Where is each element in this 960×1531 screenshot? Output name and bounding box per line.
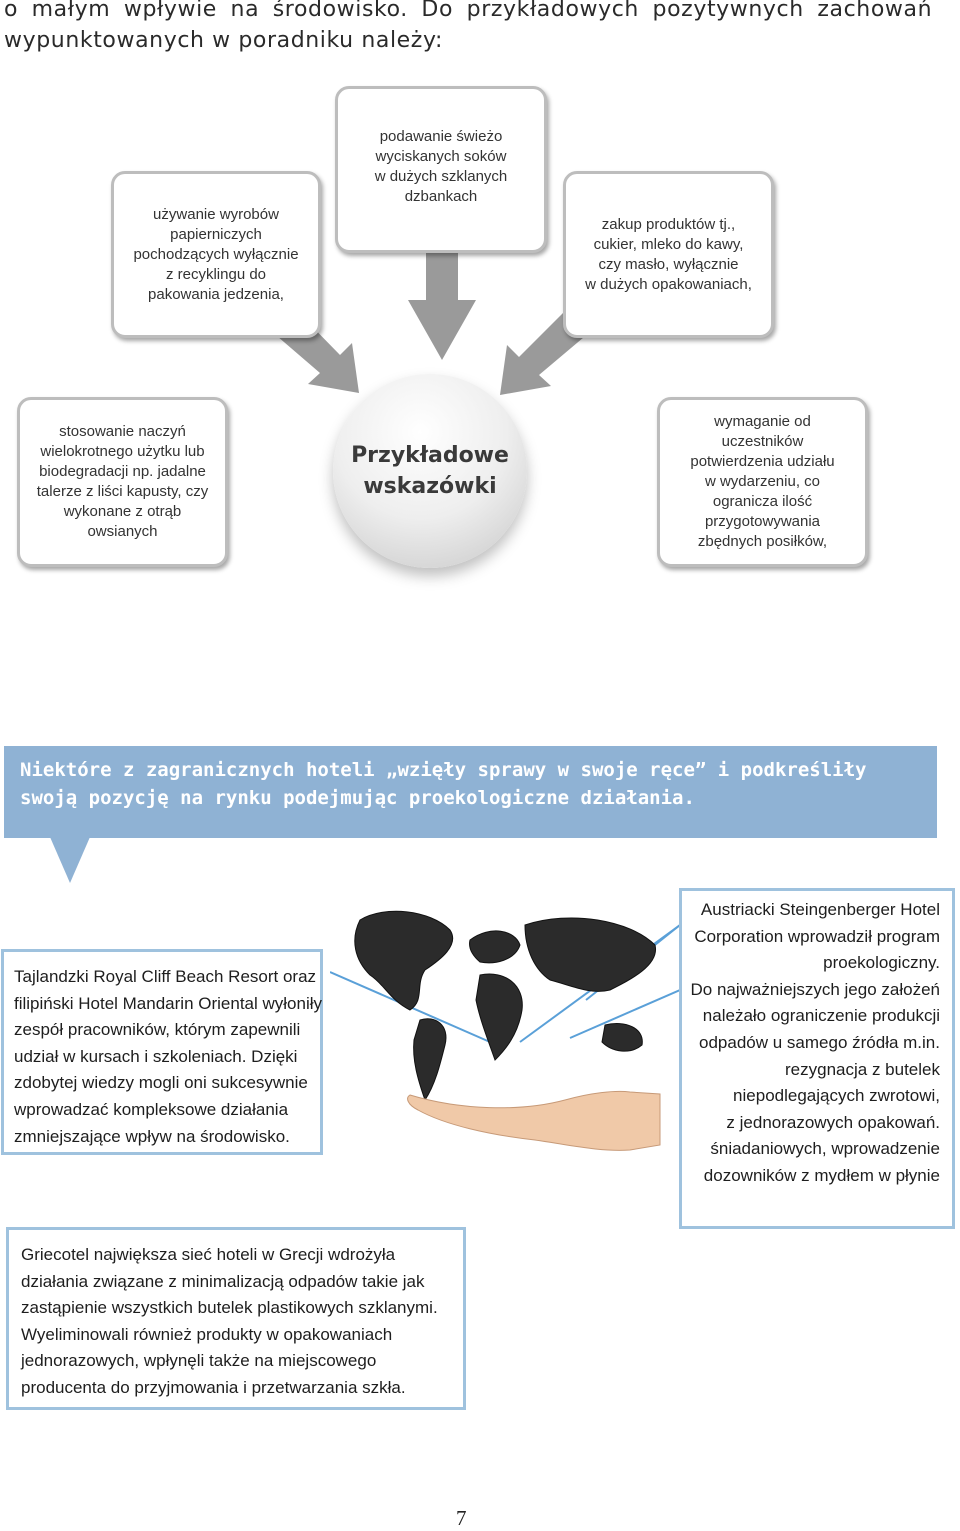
node-confirm-attendance-text: wymaganie od uczestników potwierdzenia u…	[690, 413, 835, 550]
intro-paragraph: o małym wpływie na środowisko. Do przykł…	[4, 0, 944, 56]
node-reusable-dishes-text: stosowanie naczyń wielokrotnego użytku l…	[36, 423, 209, 540]
node-bulk-products: zakup produktów tj., cukier, mleko do ka…	[563, 171, 774, 338]
continents	[354, 910, 656, 1102]
center-hub: Przykładowe wskazówki	[333, 374, 527, 568]
banner-line-1: Niektóre z zagranicznych hoteli „wzięły …	[20, 759, 867, 781]
world-map-hand-illustration	[329, 900, 681, 1200]
hand	[407, 1090, 661, 1151]
node-fresh-juice: podawanie świeżo wyciskanych soków w duż…	[335, 86, 547, 253]
node-reusable-dishes: stosowanie naczyń wielokrotnego użytku l…	[17, 397, 228, 567]
arrow-top-middle	[408, 252, 476, 360]
callout-banner: Niektóre z zagranicznych hoteli „wzięły …	[4, 746, 937, 838]
example-box-austria: Austriacki Steingenberger Hotel Corporat…	[679, 888, 955, 1229]
node-recycled-paper-text: używanie wyrobów papierniczych pochodząc…	[133, 205, 299, 303]
example-box-thailand-philippines: Tajlandzki Royal Cliff Beach Resort oraz…	[1, 949, 323, 1155]
node-recycled-paper: używanie wyrobów papierniczych pochodząc…	[111, 171, 321, 338]
banner-line-2: swoją pozycję na rynku podejmując proeko…	[20, 787, 695, 809]
node-fresh-juice-text: podawanie świeżo wyciskanych soków w duż…	[374, 128, 508, 205]
example-box-greece: Griecotel największa sieć hoteli w Grecj…	[6, 1227, 466, 1410]
banner-pointer	[50, 837, 90, 883]
intro-line-1: o małym wpływie na środowisko. Do przykł…	[4, 0, 933, 22]
node-bulk-products-text: zakup produktów tj., cukier, mleko do ka…	[585, 215, 752, 293]
center-hub-text: Przykładowe wskazówki	[351, 443, 509, 499]
page-number: 7	[456, 1506, 467, 1530]
node-confirm-attendance: wymaganie od uczestników potwierdzenia u…	[657, 397, 868, 567]
intro-line-2: wypunktowanych w poradniku należy:	[4, 28, 443, 53]
